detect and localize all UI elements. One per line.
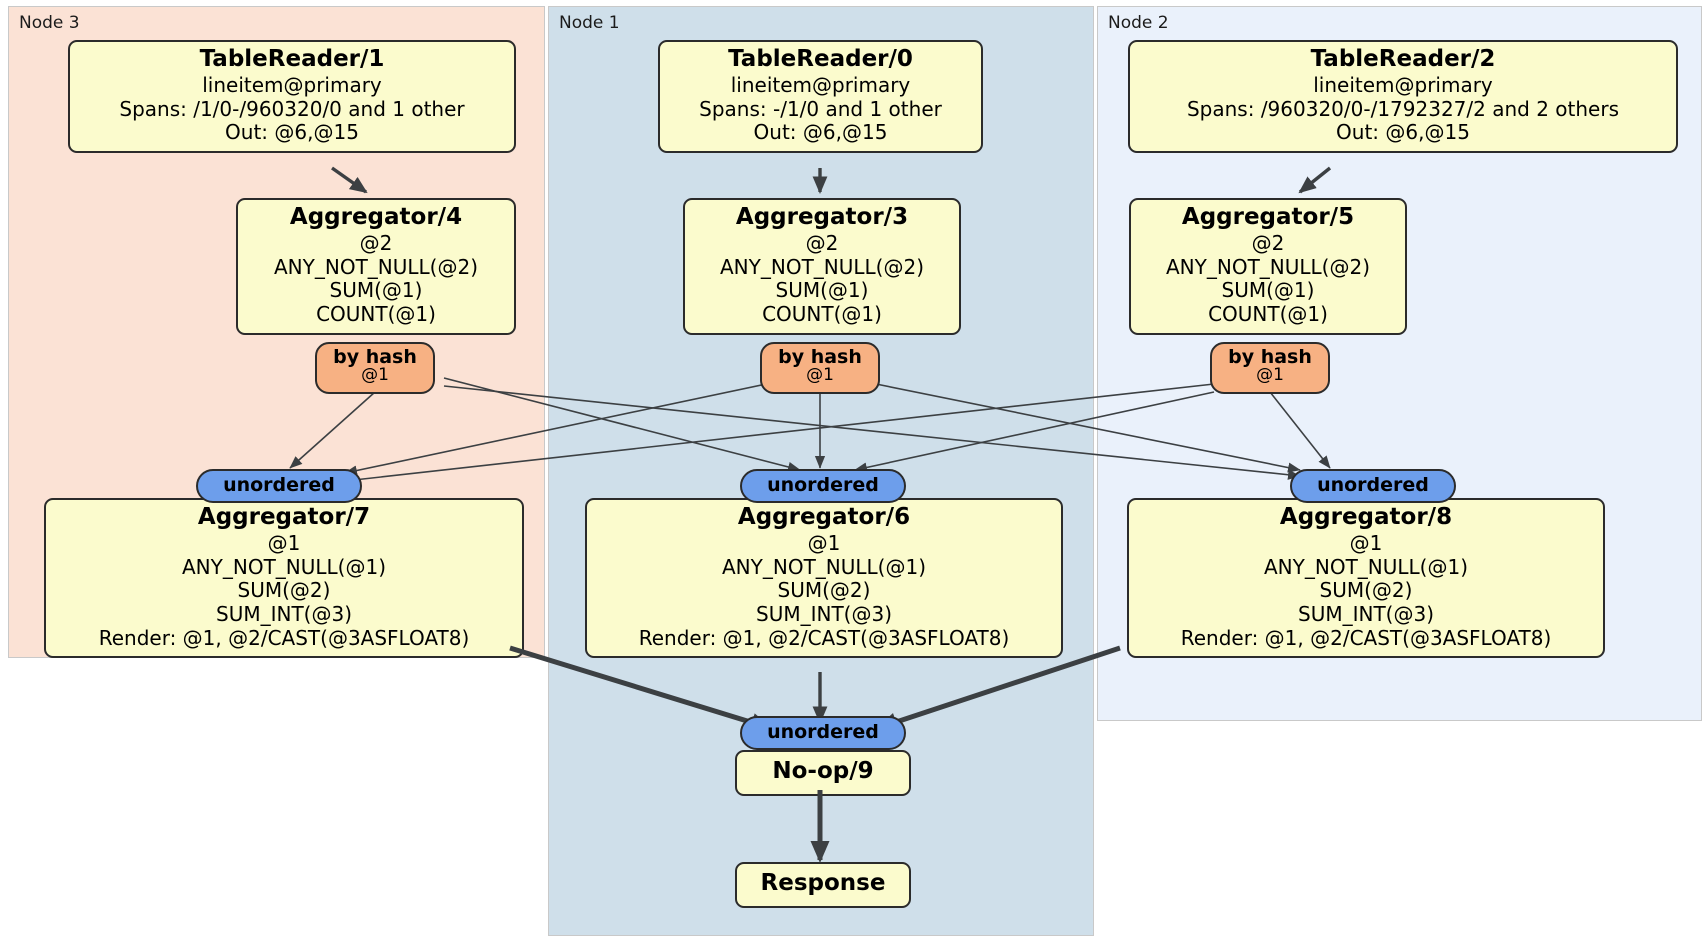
processor-line: @1 bbox=[807, 531, 841, 556]
processor-line: @2 bbox=[805, 231, 839, 256]
processor-line: ANY_NOT_NULL(@1) bbox=[722, 554, 926, 579]
processor-line: ANY_NOT_NULL(@2) bbox=[720, 254, 924, 279]
processor-line: COUNT(@1) bbox=[762, 301, 882, 326]
router-column: @1 bbox=[361, 364, 389, 385]
processor-line: Spans: /960320/0-/1792327/2 and 2 others bbox=[1186, 96, 1619, 121]
processor-line: lineitem@primary bbox=[202, 73, 382, 98]
processor-line: SUM(@1) bbox=[1221, 278, 1315, 303]
processor-line: Spans: /1/0-/960320/0 and 1 other bbox=[119, 96, 465, 121]
processor-title: No-op/9 bbox=[772, 758, 874, 784]
processor-line: SUM_INT(@3) bbox=[756, 601, 892, 626]
processor-render-line: Render: @1, @2/CAST(@3ASFLOAT8) bbox=[98, 625, 470, 650]
hash-router-right[interactable]: by hash @1 bbox=[1210, 342, 1330, 394]
sync-unordered-final[interactable]: unordered bbox=[740, 716, 906, 750]
router-title: by hash bbox=[778, 346, 862, 368]
processor-render-line: Render: @1, @2/CAST(@3ASFLOAT8) bbox=[638, 625, 1010, 650]
processor-line: @1 bbox=[267, 531, 301, 556]
processor-title: Aggregator/5 bbox=[1181, 204, 1355, 230]
processor-aggregator-6[interactable]: Aggregator/6 @1 ANY_NOT_NULL(@1) SUM(@2)… bbox=[585, 498, 1063, 659]
sync-title: unordered bbox=[767, 474, 879, 496]
processor-line: SUM(@1) bbox=[329, 278, 423, 303]
processor-line: Spans: -/1/0 and 1 other bbox=[699, 96, 942, 121]
processor-line: @2 bbox=[359, 231, 393, 256]
processor-noop-9[interactable]: No-op/9 bbox=[735, 750, 911, 797]
processor-aggregator-5[interactable]: Aggregator/5 @2 ANY_NOT_NULL(@2) SUM(@1)… bbox=[1129, 198, 1407, 335]
processor-title: Aggregator/7 bbox=[197, 504, 371, 530]
processor-render-line: Render: @1, @2/CAST(@3ASFLOAT8) bbox=[1180, 625, 1552, 650]
processor-title: Response bbox=[760, 870, 886, 896]
sync-title: unordered bbox=[1317, 474, 1429, 496]
processor-line: SUM_INT(@3) bbox=[216, 601, 352, 626]
node-panel-label: Node 1 bbox=[559, 13, 620, 33]
processor-line: SUM(@1) bbox=[775, 278, 869, 303]
processor-aggregator-3[interactable]: Aggregator/3 @2 ANY_NOT_NULL(@2) SUM(@1)… bbox=[683, 198, 961, 335]
processor-title: TableReader/2 bbox=[1310, 46, 1496, 72]
processor-title: Aggregator/3 bbox=[735, 204, 909, 230]
processor-line: SUM_INT(@3) bbox=[1298, 601, 1434, 626]
processor-tablereader-0[interactable]: TableReader/0 lineitem@primary Spans: -/… bbox=[658, 40, 983, 153]
processor-line: ANY_NOT_NULL(@1) bbox=[1264, 554, 1468, 579]
router-column: @1 bbox=[1256, 364, 1284, 385]
sync-title: unordered bbox=[767, 721, 879, 743]
processor-line: ANY_NOT_NULL(@2) bbox=[1166, 254, 1370, 279]
hash-router-center[interactable]: by hash @1 bbox=[760, 342, 880, 394]
processor-line: lineitem@primary bbox=[1313, 73, 1493, 98]
processor-response[interactable]: Response bbox=[735, 862, 911, 909]
processor-line: SUM(@2) bbox=[237, 578, 331, 603]
sync-title: unordered bbox=[223, 474, 335, 496]
processor-line: Out: @6,@15 bbox=[1336, 120, 1470, 145]
processor-aggregator-4[interactable]: Aggregator/4 @2 ANY_NOT_NULL(@2) SUM(@1)… bbox=[236, 198, 516, 335]
processor-line: Out: @6,@15 bbox=[753, 120, 888, 145]
processor-line: @1 bbox=[1349, 531, 1383, 556]
processor-title: Aggregator/6 bbox=[737, 504, 911, 530]
node-panel-label: Node 2 bbox=[1108, 13, 1169, 33]
processor-line: COUNT(@1) bbox=[316, 301, 436, 326]
hash-router-left[interactable]: by hash @1 bbox=[315, 342, 435, 394]
processor-tablereader-2[interactable]: TableReader/2 lineitem@primary Spans: /9… bbox=[1128, 40, 1678, 153]
processor-line: SUM(@2) bbox=[777, 578, 871, 603]
sync-unordered-left[interactable]: unordered bbox=[196, 469, 362, 503]
processor-tablereader-1[interactable]: TableReader/1 lineitem@primary Spans: /1… bbox=[68, 40, 516, 153]
processor-aggregator-8[interactable]: Aggregator/8 @1 ANY_NOT_NULL(@1) SUM(@2)… bbox=[1127, 498, 1605, 659]
sync-unordered-center[interactable]: unordered bbox=[740, 469, 906, 503]
processor-line: Out: @6,@15 bbox=[225, 120, 359, 145]
processor-line: lineitem@primary bbox=[730, 73, 911, 98]
router-title: by hash bbox=[1228, 346, 1312, 368]
processor-aggregator-7[interactable]: Aggregator/7 @1 ANY_NOT_NULL(@1) SUM(@2)… bbox=[44, 498, 524, 659]
processor-title: Aggregator/4 bbox=[289, 204, 463, 230]
processor-line: ANY_NOT_NULL(@1) bbox=[182, 554, 386, 579]
processor-line: COUNT(@1) bbox=[1208, 301, 1328, 326]
router-column: @1 bbox=[806, 364, 834, 385]
processor-title: TableReader/1 bbox=[199, 46, 385, 72]
processor-line: @2 bbox=[1251, 231, 1285, 256]
node-panel-label: Node 3 bbox=[19, 13, 80, 33]
processor-title: Aggregator/8 bbox=[1279, 504, 1453, 530]
processor-title: TableReader/0 bbox=[728, 46, 913, 72]
router-title: by hash bbox=[333, 346, 417, 368]
sync-unordered-right[interactable]: unordered bbox=[1290, 469, 1456, 503]
processor-line: ANY_NOT_NULL(@2) bbox=[274, 254, 478, 279]
processor-line: SUM(@2) bbox=[1319, 578, 1413, 603]
